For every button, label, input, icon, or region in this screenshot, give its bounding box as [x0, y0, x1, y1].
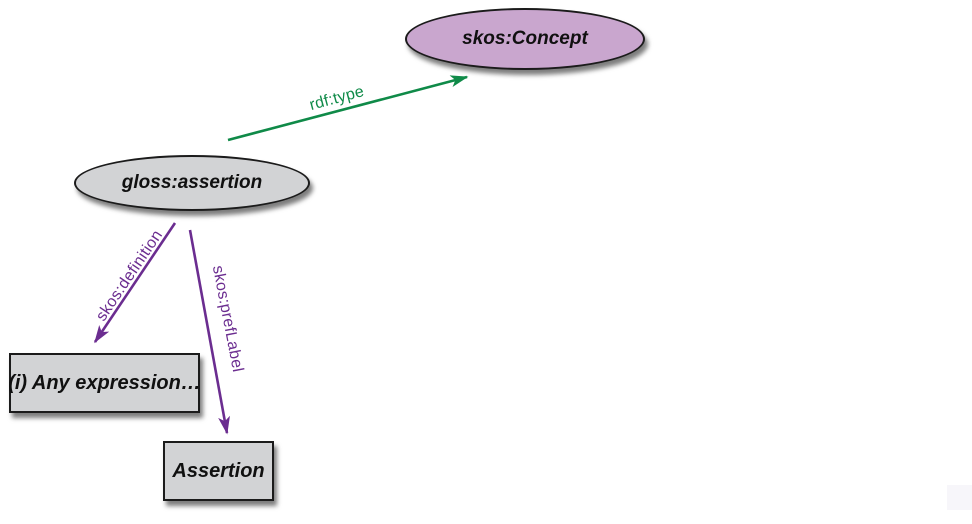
node-skos-concept: skos:Concept [405, 8, 645, 70]
edge-label-skos-preflabel: skos:prefLabel [208, 264, 247, 374]
node-definition-literal-label: (i) Any expression… [8, 371, 201, 394]
node-skos-concept-label: skos:Concept [462, 28, 588, 49]
cropped-corner-element [947, 485, 972, 510]
edge-label-rdf-type: rdf:type [307, 83, 367, 114]
node-preflabel-literal-label: Assertion [172, 459, 265, 482]
node-definition-literal: (i) Any expression… [8, 353, 201, 413]
node-gloss-assertion-label: gloss:assertion [121, 172, 263, 193]
node-preflabel-literal: Assertion [163, 441, 274, 501]
node-gloss-assertion: gloss:assertion [74, 155, 310, 211]
edge-label-skos-definition: skos:definition [92, 227, 167, 325]
